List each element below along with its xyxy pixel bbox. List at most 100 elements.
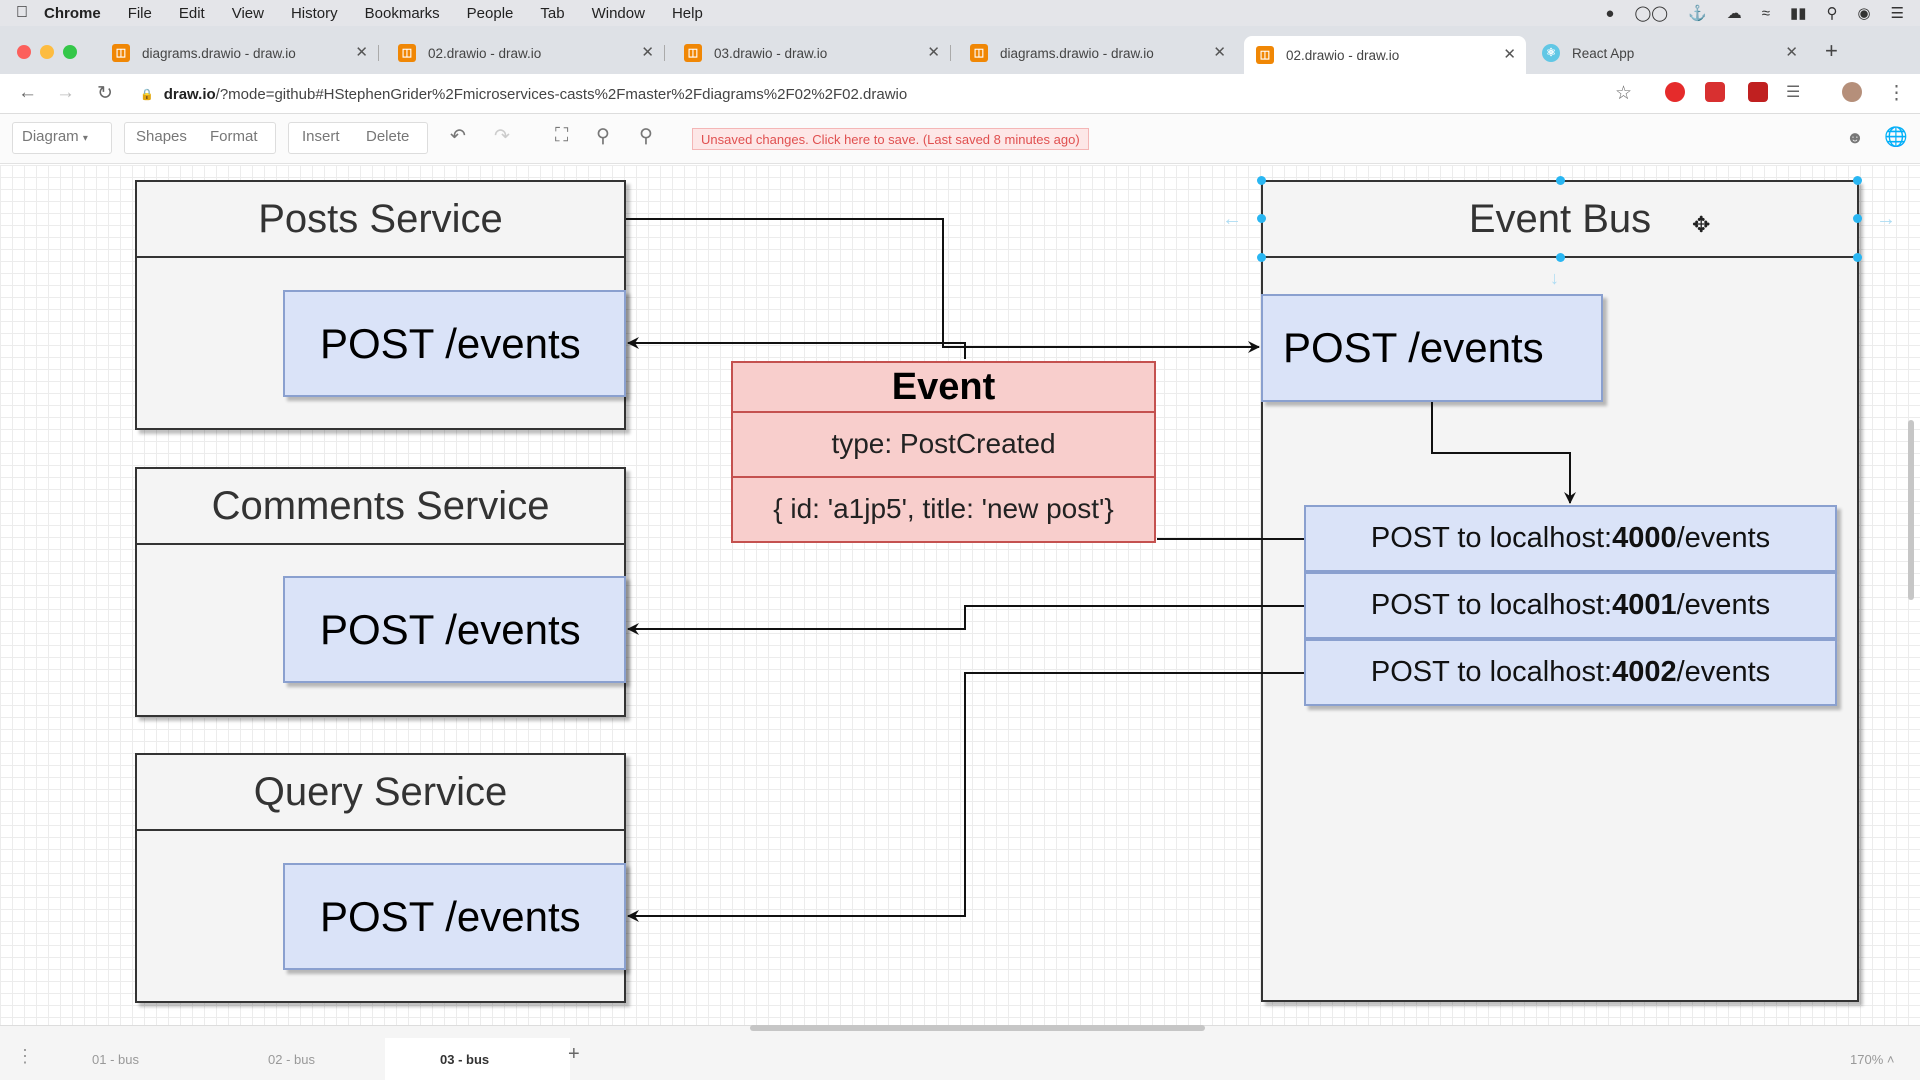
selection-handle[interactable]	[1853, 253, 1862, 262]
zoom-level[interactable]: 170% ˄	[1850, 1052, 1894, 1067]
reading-list-icon[interactable]: ☰	[1786, 84, 1801, 101]
event-title: Event	[733, 363, 1154, 413]
opera-extension-icon[interactable]	[1665, 82, 1685, 102]
profile-avatar[interactable]	[1842, 82, 1862, 102]
shield-extension-icon[interactable]	[1748, 82, 1768, 102]
route-4000[interactable]: POST to localhost:4000/events	[1304, 505, 1837, 572]
redo-icon[interactable]: ↷	[494, 126, 510, 147]
selection-handle[interactable]	[1556, 176, 1565, 185]
connect-left-arrow-icon[interactable]: ←	[1222, 208, 1242, 230]
route-suffix: /events	[1676, 656, 1771, 688]
battery-icon[interactable]: ▮▮	[1789, 5, 1807, 22]
view-group	[124, 122, 276, 154]
menu-view[interactable]: View	[231, 4, 264, 22]
comments-service-endpoint[interactable]: POST /events	[283, 576, 626, 683]
route-4001[interactable]: POST to localhost:4001/events	[1304, 572, 1837, 639]
fullscreen-icon[interactable]: ⛶	[555, 125, 569, 146]
posts-service-endpoint[interactable]: POST /events	[283, 290, 626, 397]
apple-icon[interactable]: 	[0, 4, 44, 22]
route-port: 4001	[1612, 589, 1677, 621]
connect-right-arrow-icon[interactable]: →	[1876, 208, 1896, 230]
chrome-menu-icon[interactable]: ⋮	[1887, 83, 1906, 104]
selection-handle[interactable]	[1853, 176, 1862, 185]
url-bar[interactable]: 🔒 draw.io /?mode=github#HStephenGrider%2…	[140, 79, 1620, 109]
shapes-button[interactable]: Shapes	[136, 128, 187, 145]
zoom-out-icon[interactable]: ⚲	[639, 126, 653, 147]
selection-handle[interactable]	[1257, 176, 1266, 185]
menu-people[interactable]: People	[466, 4, 514, 22]
tab-close-icon[interactable]: ✕	[641, 44, 654, 61]
tab-close-icon[interactable]: ✕	[355, 44, 368, 61]
selection-handle[interactable]	[1257, 253, 1266, 262]
status-app-icon[interactable]: ●	[1605, 4, 1615, 22]
menu-window[interactable]: Window	[591, 4, 645, 22]
red-extension-icon[interactable]	[1705, 82, 1725, 102]
glasses-icon[interactable]: ◯◯	[1634, 5, 1669, 22]
undo-icon[interactable]: ↶	[450, 126, 466, 147]
react-favicon-icon: ⚛	[1542, 44, 1560, 62]
reload-icon[interactable]: ↻	[97, 83, 113, 104]
browser-tab-1[interactable]: ◫ diagrams.drawio - draw.io ✕	[100, 37, 379, 69]
horizontal-scrollbar[interactable]	[750, 1025, 1205, 1031]
diagram-menu-button[interactable]: Diagram ▾	[22, 128, 88, 145]
tab-close-icon[interactable]: ✕	[1503, 46, 1516, 63]
tab-close-icon[interactable]: ✕	[1213, 44, 1226, 61]
event-box[interactable]: Event type: PostCreated { id: 'a1jp5', t…	[731, 361, 1156, 543]
comments-service-title: Comments Service	[137, 469, 624, 545]
globe-icon[interactable]: 🌐	[1884, 127, 1908, 148]
zoom-in-icon[interactable]: ⚲	[596, 126, 610, 147]
menu-file[interactable]: File	[127, 4, 152, 22]
connect-down-arrow-icon[interactable]: ↓	[1550, 268, 1559, 288]
menu-help[interactable]: Help	[671, 4, 703, 22]
menu-history[interactable]: History	[290, 4, 338, 22]
selection-handle[interactable]	[1556, 253, 1565, 262]
menu-edit[interactable]: Edit	[178, 4, 205, 22]
browser-tab-6[interactable]: ⚛ React App ✕	[1530, 37, 1808, 69]
vertical-scrollbar[interactable]	[1908, 420, 1914, 600]
wifi-icon[interactable]: ≈	[1761, 4, 1770, 22]
route-4002[interactable]: POST to localhost:4002/events	[1304, 639, 1837, 706]
delete-button[interactable]: Delete	[366, 128, 410, 145]
notification-center-icon[interactable]: ☰	[1890, 5, 1904, 22]
event-bus-title: Event Bus	[1263, 182, 1857, 258]
back-arrow-icon[interactable]: ←	[18, 82, 37, 103]
format-button[interactable]: Format	[210, 128, 258, 145]
unsaved-changes-banner[interactable]: Unsaved changes. Click here to save. (La…	[692, 128, 1089, 150]
browser-tab-2[interactable]: ◫ 02.drawio - draw.io ✕	[386, 37, 665, 69]
pages-menu-icon[interactable]: ⋮	[16, 1046, 34, 1066]
query-service-endpoint[interactable]: POST /events	[283, 863, 626, 970]
route-port: 4000	[1612, 522, 1677, 554]
forward-arrow-icon[interactable]: →	[56, 82, 75, 103]
browser-tab-5-active[interactable]: ◫ 02.drawio - draw.io ✕	[1244, 36, 1526, 74]
browser-tab-3[interactable]: ◫ 03.drawio - draw.io ✕	[672, 37, 951, 69]
user-icon[interactable]: ☻	[1846, 128, 1864, 147]
tab-close-icon[interactable]: ✕	[927, 44, 940, 61]
selection-handle[interactable]	[1257, 214, 1266, 223]
insert-button[interactable]: Insert	[302, 128, 340, 145]
tab-title: React App	[1572, 45, 1635, 61]
add-page-plus-icon[interactable]: +	[568, 1043, 580, 1065]
tab-divider	[950, 45, 951, 61]
zoom-window-button[interactable]	[63, 45, 77, 59]
minimize-window-button[interactable]	[40, 45, 54, 59]
menu-app-name[interactable]: Chrome	[44, 4, 101, 22]
event-bus-endpoint[interactable]: POST /events	[1261, 294, 1603, 402]
close-window-button[interactable]	[17, 45, 31, 59]
page-tab-1[interactable]: 01 - bus	[92, 1052, 139, 1067]
siri-icon[interactable]: ◉	[1857, 5, 1871, 22]
lock-icon[interactable]: 🔒	[140, 88, 154, 101]
docker-icon[interactable]: ⚓	[1688, 5, 1707, 22]
route-suffix: /events	[1676, 522, 1771, 554]
tab-close-icon[interactable]: ✕	[1785, 44, 1798, 61]
selection-handle[interactable]	[1853, 214, 1862, 223]
page-tab-2[interactable]: 02 - bus	[268, 1052, 315, 1067]
new-tab-plus-icon[interactable]: +	[1825, 38, 1838, 63]
menu-bookmarks[interactable]: Bookmarks	[364, 4, 440, 22]
browser-tab-4[interactable]: ◫ diagrams.drawio - draw.io ✕	[958, 37, 1236, 69]
cloud-icon[interactable]: ☁	[1726, 5, 1742, 22]
route-prefix: POST to localhost:	[1370, 522, 1613, 554]
search-icon[interactable]: ⚲	[1826, 5, 1838, 22]
menu-tab[interactable]: Tab	[540, 4, 565, 22]
bookmark-star-icon[interactable]: ☆	[1615, 83, 1633, 104]
page-tab-3-active[interactable]: 03 - bus	[440, 1052, 490, 1067]
